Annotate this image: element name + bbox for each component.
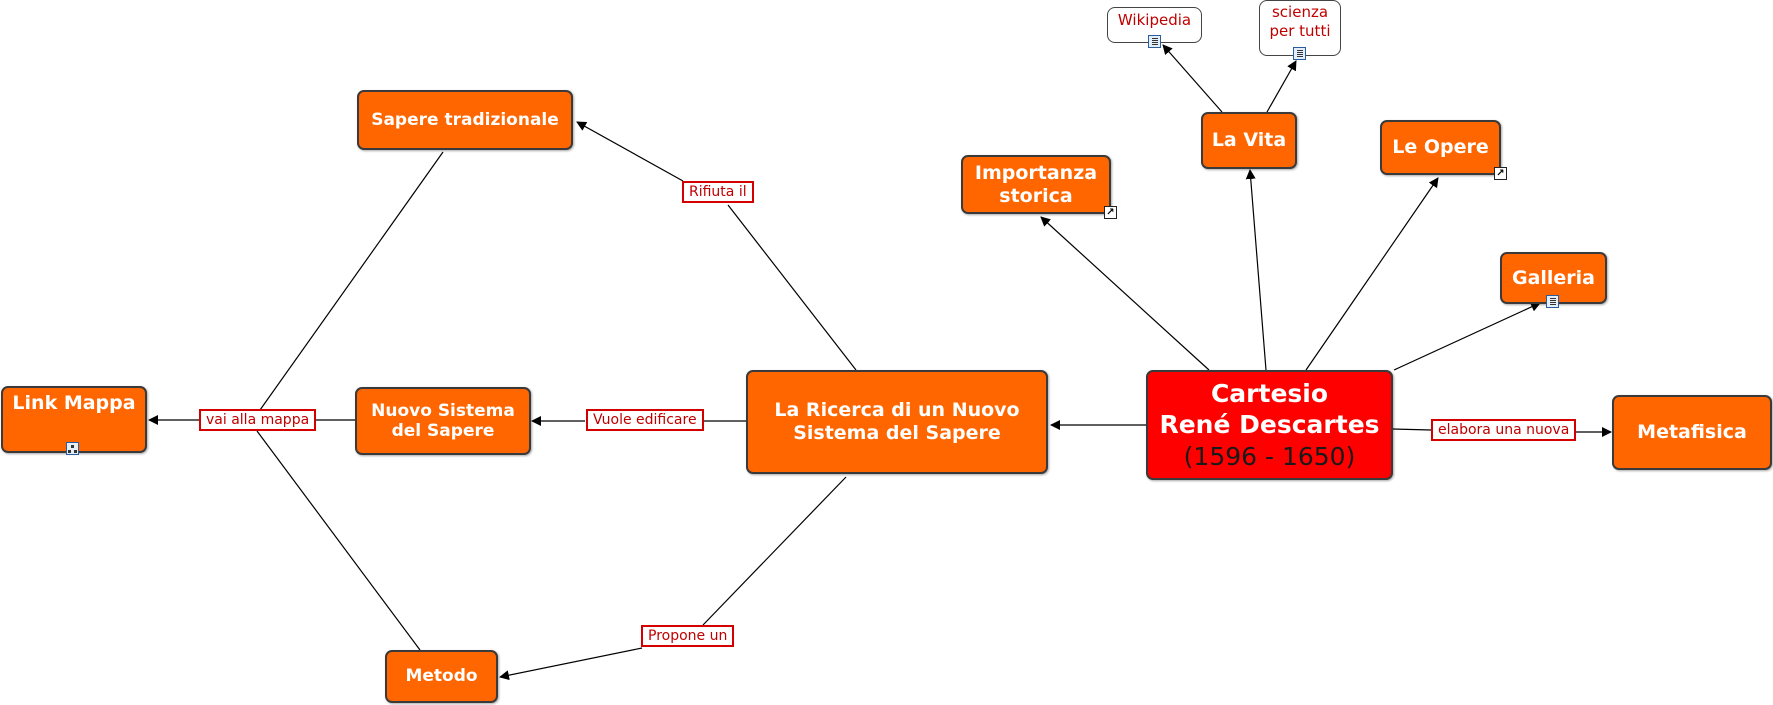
edge-sapere-vai — [259, 151, 444, 411]
concept-metodo[interactable]: Metodo — [385, 650, 498, 703]
concept-nuovo-line1: Nuovo Sistema — [371, 400, 515, 421]
root-title: Cartesio — [1210, 379, 1329, 409]
document-icon[interactable] — [1148, 35, 1161, 48]
edge-lavita-scienza — [1266, 60, 1297, 113]
edge-ricerca-propone — [702, 476, 847, 626]
external-link-icon[interactable]: ↗ — [1494, 167, 1507, 180]
concept-cartesio[interactable]: Cartesio René Descartes (1596 - 1650) — [1146, 370, 1393, 480]
document-icon[interactable] — [1293, 47, 1306, 60]
concept-nuovo-line2: del Sapere — [391, 421, 495, 441]
resource-scienza-line2: per tutti — [1269, 21, 1331, 40]
external-link-icon[interactable]: ↗ — [1104, 206, 1117, 219]
concept-la-vita[interactable]: La Vita — [1201, 112, 1297, 169]
concept-galleria-label: Galleria — [1511, 266, 1596, 289]
root-dates: (1596 - 1650) — [1183, 441, 1356, 471]
document-icon[interactable] — [1546, 295, 1559, 308]
concept-leopere-label: Le Opere — [1392, 136, 1489, 159]
edge-root-elabora — [1392, 428, 1432, 431]
concept-importanza-line2: storica — [999, 184, 1073, 207]
resource-scienza-line1: scienza — [1271, 3, 1329, 21]
link-label-vai[interactable]: vai alla mappa — [199, 409, 317, 431]
resource-scienza-per-tutti[interactable]: scienza per tutti — [1259, 0, 1341, 56]
root-name: René Descartes — [1159, 410, 1380, 440]
edge-root-importanza — [1040, 216, 1210, 371]
edge-root-leopere — [1305, 177, 1439, 371]
edge-ricerca-rifiuta — [727, 204, 857, 371]
edge-root-galleria — [1393, 302, 1541, 371]
concept-ricerca[interactable]: La Ricerca di un Nuovo Sistema del Saper… — [746, 370, 1048, 474]
link-label-vuole[interactable]: Vuole edificare — [586, 409, 704, 431]
resource-wikipedia-label: Wikipedia — [1117, 11, 1192, 29]
edge-root-lavita — [1245, 169, 1267, 371]
edge-propone-metodo — [499, 647, 643, 681]
link-label-propone[interactable]: Propone un — [641, 625, 735, 647]
edge-lavita-wikipedia — [1162, 44, 1223, 113]
concept-le-opere[interactable]: Le Opere — [1380, 120, 1501, 175]
concept-metodo-label: Metodo — [405, 666, 478, 687]
link-label-rifiuta[interactable]: Rifiuta il — [682, 181, 754, 203]
link-label-elabora[interactable]: elabora una nuova — [1431, 419, 1577, 441]
concept-map-icon[interactable] — [66, 442, 79, 455]
concept-metafisica-label: Metafisica — [1637, 421, 1747, 444]
concept-sapere-label: Sapere tradizionale — [371, 109, 559, 130]
concept-linkmappa-label: Link Mappa — [12, 392, 136, 414]
edge-metodo-vai — [256, 430, 421, 651]
concept-lavita-label: La Vita — [1211, 129, 1287, 152]
concept-nuovo-sistema[interactable]: Nuovo Sistema del Sapere — [355, 387, 531, 455]
edge-rifiuta-sapere — [576, 121, 684, 182]
concept-metafisica[interactable]: Metafisica — [1612, 395, 1772, 470]
concept-ricerca-line2: Sistema del Sapere — [793, 422, 1001, 444]
concept-importanza-line1: Importanza — [974, 161, 1098, 184]
concept-ricerca-line1: La Ricerca di un Nuovo — [774, 399, 1020, 422]
concept-importanza-storica[interactable]: Importanza storica — [961, 155, 1111, 214]
concept-sapere-tradizionale[interactable]: Sapere tradizionale — [357, 90, 573, 150]
